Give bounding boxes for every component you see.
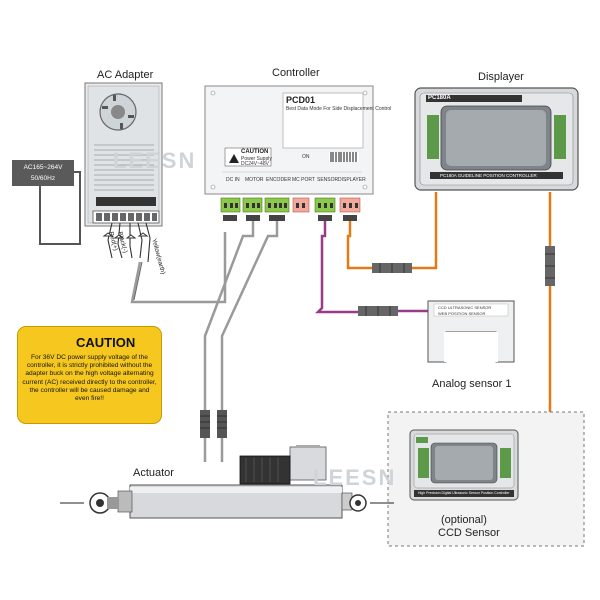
port-label-displayer: DISPLAYER: [338, 177, 366, 183]
port-label-mcport: MC PORT: [292, 177, 315, 183]
ac-adapter-title: AC Adapter: [97, 69, 154, 81]
analog-sensor-title: Analog sensor 1: [432, 378, 512, 390]
controller-caution: CAUTION: [241, 149, 269, 155]
analog-sensor: [427, 300, 515, 363]
brand-watermark: LEESN: [113, 148, 197, 173]
controller-model: PCD01: [286, 95, 316, 105]
controller: [204, 85, 374, 195]
ac-adapter: [84, 82, 163, 227]
controller-on-label: ON: [302, 154, 310, 160]
ccd-bottom-label: High Precision Digital Ultrasonic Sensor…: [418, 491, 510, 495]
port-label-sensor: SENSOR: [317, 177, 339, 183]
actuator: [60, 445, 394, 519]
controller-title: Controller: [272, 67, 320, 79]
displayer-model: PC180A: [428, 95, 451, 101]
ccd-sensor-title: CCD Sensor: [438, 527, 500, 539]
controller-terminals: [220, 197, 361, 221]
sensor-label-1: CCD ULTRASONIC SENSOR: [438, 305, 492, 310]
ccd-sensor: [409, 429, 519, 501]
caution-text: For 36V DC power supply voltage of the c…: [22, 354, 157, 403]
controller-caution-sub1: Power Supply: [241, 156, 272, 162]
ac-input-frequency: 50/60Hz: [30, 175, 56, 182]
brand-watermark-2: LEESN: [313, 465, 397, 490]
displayer: [414, 87, 579, 191]
ac-input-label: AC165~264V 50/60Hz: [12, 160, 74, 186]
displayer-bottom-label: PC180A GUIDELINE POSITION CONTROLLER: [440, 173, 537, 178]
port-label-motor: MOTOR: [245, 177, 264, 183]
sensor-label-2: WEB POSITION SENSOR: [438, 311, 486, 316]
caution-title: CAUTION: [76, 335, 136, 350]
controller-caution-sub2: DC24V~48V: [241, 161, 269, 167]
port-label-encoder: ENCODER: [266, 177, 292, 183]
caution-note: CAUTION For 36V DC power supply voltage …: [17, 326, 162, 424]
displayer-title: Displayer: [478, 71, 524, 83]
controller-subtitle: Best Data Mode For Side Displacement Con…: [286, 106, 392, 112]
ccd-optional-label: (optional): [441, 514, 487, 526]
ac-input-voltage: AC165~264V: [23, 164, 63, 171]
port-label-dcin: DC IN: [226, 177, 240, 183]
actuator-title: Actuator: [133, 467, 174, 479]
